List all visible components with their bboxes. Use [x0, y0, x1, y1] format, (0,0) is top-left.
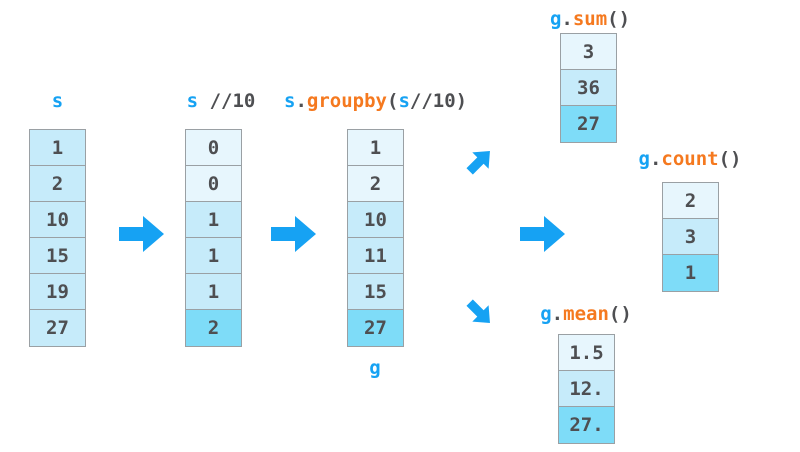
label-g-count: g.count(): [638, 148, 742, 170]
value-cell: 0: [186, 130, 241, 166]
arrow-up-right-icon: [466, 151, 490, 175]
value-cell: 15: [348, 274, 403, 310]
code-token: count: [661, 148, 719, 170]
value-cell: 27: [561, 106, 616, 142]
value-cell: 11: [348, 238, 403, 274]
code-token: .: [295, 90, 307, 112]
code-token: (: [386, 90, 399, 112]
code-token: g: [549, 8, 562, 30]
value-cell: 36: [561, 70, 616, 106]
code-token: s: [284, 90, 296, 112]
value-cell: 3: [663, 219, 718, 255]
code-token: g: [540, 303, 552, 325]
value-cell: 10: [30, 202, 85, 238]
code-token: //10: [198, 90, 256, 112]
value-cell: 12.: [559, 371, 614, 407]
code-token: (): [607, 8, 631, 30]
value-cell: 0: [186, 166, 241, 202]
value-cell: 1: [186, 274, 241, 310]
value-cell: 2: [348, 166, 403, 202]
value-cell: 1: [348, 130, 403, 166]
code-token: s: [51, 90, 64, 112]
value-cell: 2: [30, 166, 85, 202]
code-token: g: [638, 148, 650, 170]
value-cell: 3: [561, 34, 616, 70]
code-token: //10): [409, 90, 468, 112]
value-cell: 2: [186, 310, 241, 346]
value-cell: 2: [663, 183, 718, 219]
value-cell: 19: [30, 274, 85, 310]
arrow-right-icon: [520, 216, 565, 252]
label-g: g: [347, 357, 403, 379]
value-cell: 27: [348, 310, 403, 346]
label-s-groupby: s.groupby(s//10): [284, 90, 468, 112]
label-g-sum: g.sum(): [542, 8, 638, 30]
code-token: sum: [572, 8, 608, 30]
label-series-s: s: [29, 90, 86, 112]
code-token: .: [561, 8, 573, 30]
value-cell: 1.5: [559, 335, 614, 371]
code-token: (): [608, 303, 632, 325]
value-cell: 1: [186, 238, 241, 274]
code-token: .: [551, 303, 564, 325]
code-token: (): [718, 148, 742, 170]
value-cell: 27: [30, 310, 85, 346]
value-cell: 10: [348, 202, 403, 238]
value-cell: 15: [30, 238, 85, 274]
code-token: s: [186, 90, 199, 112]
code-token: .: [649, 148, 662, 170]
arrow-right-icon: [271, 216, 316, 252]
code-token: s: [398, 90, 410, 112]
code-token: g: [369, 357, 381, 379]
label-s-floordiv-10: s //10: [185, 90, 257, 112]
value-cell: 27.: [559, 407, 614, 443]
value-cell: 1: [663, 255, 718, 291]
value-cell: 1: [186, 202, 241, 238]
arrow-down-right-icon: [466, 299, 490, 323]
value-cell: 1: [30, 130, 85, 166]
code-token: mean: [563, 303, 609, 325]
label-g-mean: g.mean(): [539, 303, 633, 325]
arrow-right-icon: [119, 216, 164, 252]
code-token: groupby: [306, 90, 387, 112]
